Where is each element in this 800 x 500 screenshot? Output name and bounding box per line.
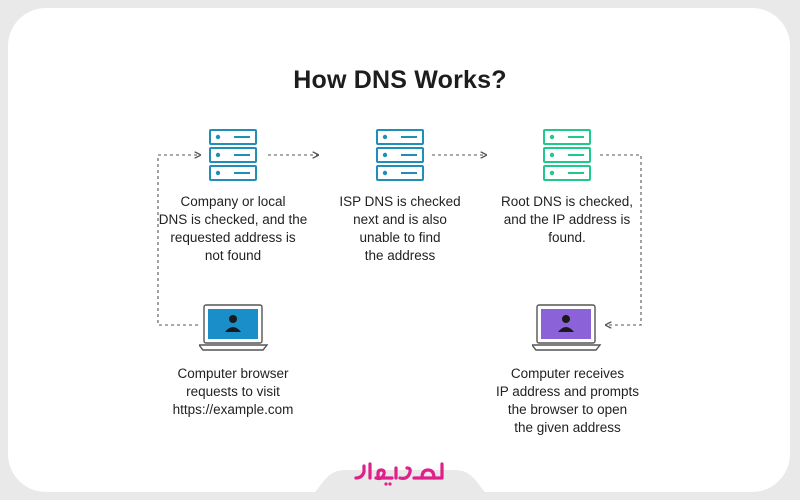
server-icon [376,129,424,181]
arrow-root-to-computer [600,154,642,325]
isp-dns-label: ISP DNS is checked next and is also unab… [339,194,461,263]
laptop-user-icon [199,304,269,351]
company-dns-label: Company or local DNS is checked, and the… [158,194,308,263]
arrow-computer-to-company [157,155,200,326]
root-dns-label: Root DNS is checked, and the IP address … [500,194,634,245]
computer-request-label: Computer browser requests to visit https… [172,366,294,417]
page-title: How DNS Works? [293,66,507,94]
computer-receive-label: Computer receives IP address and prompts… [495,366,640,435]
brand-logo [354,462,444,486]
laptop-user-icon [532,304,602,351]
server-icon [543,129,591,181]
diagram-card [8,8,790,492]
server-icon [209,129,257,181]
